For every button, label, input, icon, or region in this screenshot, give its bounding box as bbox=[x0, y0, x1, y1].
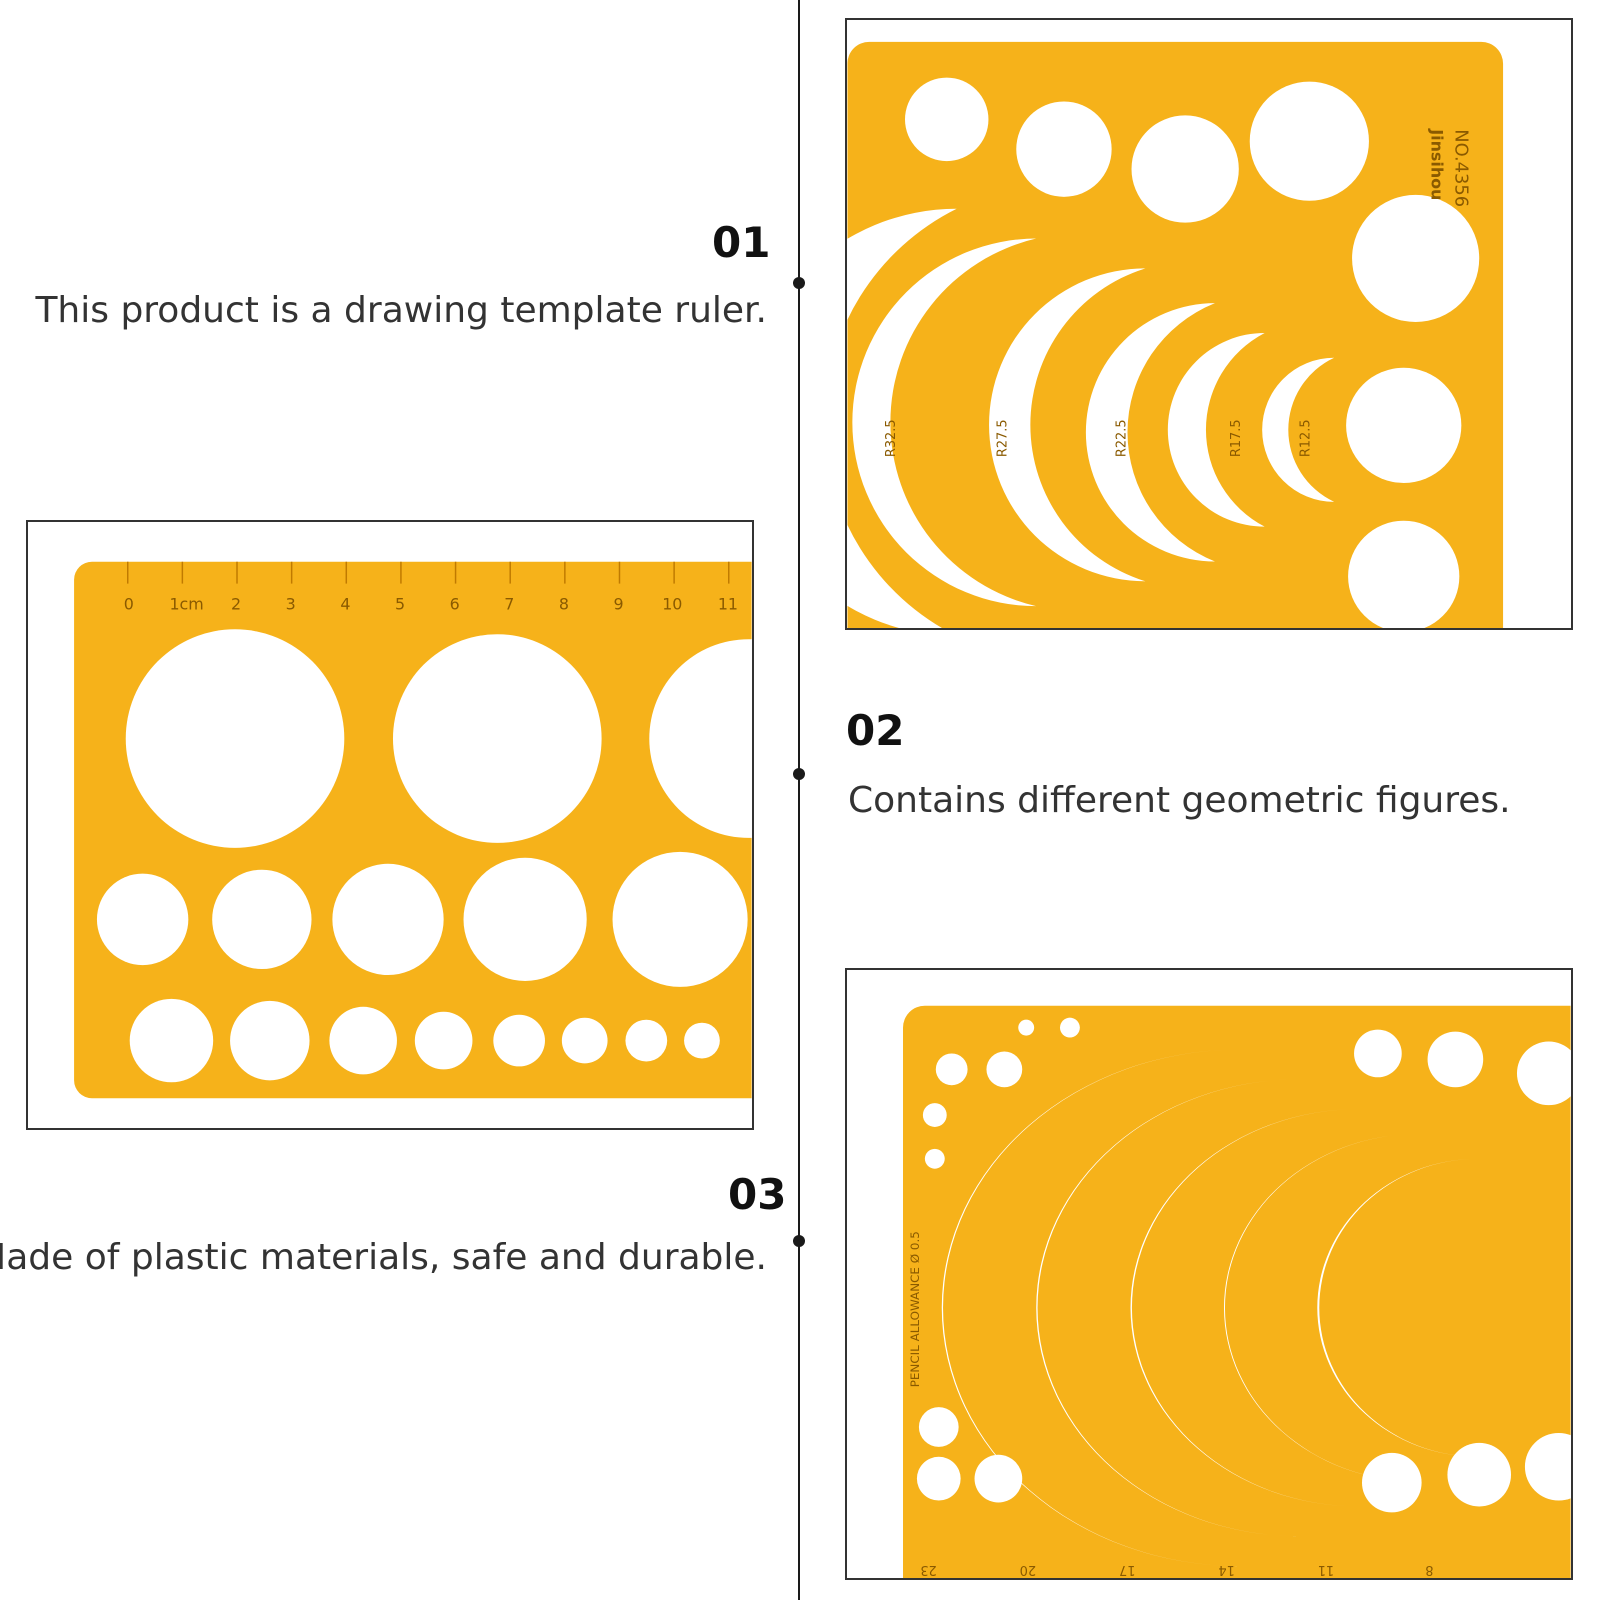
timeline-line bbox=[798, 0, 800, 1600]
section-text-3: Made of plastic materials, safe and dura… bbox=[0, 1237, 767, 1278]
section-text-2: Contains different geometric figures. bbox=[848, 780, 1511, 821]
svg-text:6: 6 bbox=[450, 594, 460, 613]
section-number-1: 01 bbox=[712, 218, 771, 267]
image-circle-template: 0 1cm 2 3 4 5 6 7 8 9 10 11 bbox=[26, 520, 754, 1130]
svg-text:14: 14 bbox=[1218, 1562, 1234, 1577]
image-radius-template: NO.4356 Jinsihou R32.5 R27.5 R22.5 R17.5… bbox=[845, 18, 1573, 630]
brand-logo: Jinsihou bbox=[1428, 128, 1447, 200]
timeline-dot-1 bbox=[793, 277, 805, 289]
radius-circle-template-illustration: PENCIL ALLOWANCE Ø 0.5 23 20 17 14 11 8 bbox=[903, 1005, 1571, 1578]
svg-text:R27.5: R27.5 bbox=[995, 419, 1010, 457]
svg-text:20: 20 bbox=[1020, 1562, 1036, 1577]
svg-text:11: 11 bbox=[1318, 1562, 1334, 1577]
svg-text:3: 3 bbox=[286, 594, 296, 613]
svg-text:8: 8 bbox=[1425, 1562, 1433, 1577]
section-text-1: This product is a drawing template ruler… bbox=[35, 290, 767, 331]
image-radius-circle-template: PENCIL ALLOWANCE Ø 0.5 23 20 17 14 11 8 bbox=[845, 968, 1573, 1580]
svg-text:4: 4 bbox=[340, 594, 350, 613]
circle-template-illustration: 0 1cm 2 3 4 5 6 7 8 9 10 11 bbox=[74, 561, 752, 1099]
timeline-dot-2 bbox=[793, 768, 805, 780]
svg-text:R32.5: R32.5 bbox=[884, 419, 899, 457]
svg-text:R22.5: R22.5 bbox=[1115, 419, 1130, 457]
svg-text:2: 2 bbox=[231, 594, 241, 613]
svg-text:R17.5: R17.5 bbox=[1229, 419, 1244, 457]
svg-text:17: 17 bbox=[1119, 1562, 1135, 1577]
timeline-dot-3 bbox=[793, 1235, 805, 1247]
section-number-2: 02 bbox=[846, 706, 905, 755]
svg-text:NO.4356: NO.4356 bbox=[1450, 129, 1471, 207]
svg-text:10: 10 bbox=[662, 594, 682, 613]
svg-text:11: 11 bbox=[718, 594, 738, 613]
svg-text:PENCIL ALLOWANCE Ø 0.5: PENCIL ALLOWANCE Ø 0.5 bbox=[908, 1231, 922, 1387]
svg-text:R12.5: R12.5 bbox=[1298, 419, 1313, 457]
svg-text:8: 8 bbox=[559, 594, 569, 613]
svg-text:23: 23 bbox=[920, 1562, 936, 1577]
svg-text:1cm: 1cm bbox=[169, 594, 203, 613]
svg-text:7: 7 bbox=[504, 594, 514, 613]
radius-template-illustration: NO.4356 Jinsihou R32.5 R27.5 R22.5 R17.5… bbox=[847, 41, 1504, 628]
svg-text:0: 0 bbox=[124, 594, 134, 613]
svg-text:9: 9 bbox=[614, 594, 624, 613]
svg-text:5: 5 bbox=[395, 594, 405, 613]
section-number-3: 03 bbox=[722, 1170, 793, 1219]
